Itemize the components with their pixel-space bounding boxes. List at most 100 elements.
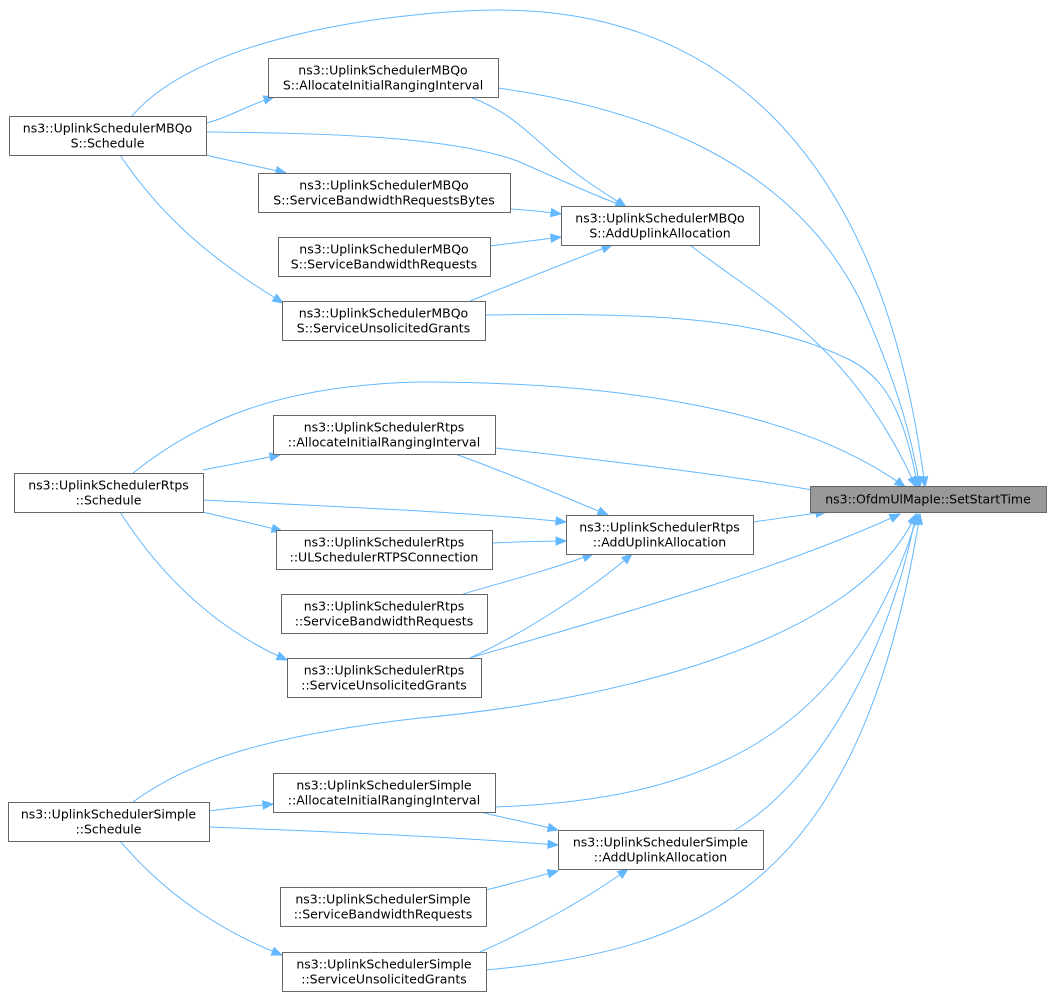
node-label-line: ::ServiceUnsolicitedGrants: [301, 678, 467, 693]
node-label-line: ns3::UplinkSchedulerMBQo: [299, 178, 468, 193]
node-label-line: S::ServiceBandwidthRequestsBytes: [273, 193, 494, 208]
edge-rtps_ulc-to-rtps_aua: [491, 540, 567, 544]
arrowhead-icon: [546, 869, 560, 879]
node-label-line: ns3::OfdmUlMapIe::SetStartTime: [825, 492, 1031, 507]
node-label-line: ::Schedule: [76, 493, 142, 508]
edge-rtps_sug-to-rtps_aua: [469, 553, 633, 659]
arrowhead-icon: [555, 536, 568, 546]
node-label-line: ::AddUplinkAllocation: [594, 850, 727, 865]
node-label-line: S::AddUplinkAllocation: [589, 226, 730, 241]
node-box[interactable]: [566, 515, 754, 555]
arrowhead-icon: [893, 476, 907, 488]
arrowhead-icon: [616, 868, 630, 879]
edge-mbqos_aua-to-target: [689, 244, 917, 488]
edge-rtps_air-to-target: [494, 447, 824, 493]
arrowhead-icon: [271, 293, 285, 304]
node-mbqos-aua[interactable]: ns3::UplinkSchedulerMBQoS::AddUplinkAllo…: [561, 206, 760, 246]
node-box[interactable]: [273, 415, 496, 455]
node-label-line: ::AllocateInitialRangingInterval: [288, 435, 480, 450]
node-label-line: ns3::UplinkSchedulerSimple: [296, 957, 472, 972]
node-rtps-ulc[interactable]: ns3::UplinkSchedulerRtps::ULSchedulerRTP…: [276, 530, 493, 570]
node-label-line: ns3::UplinkSchedulerSimple: [21, 807, 197, 822]
edge-rtps_sched-to-rtps_air: [202, 454, 281, 471]
arrowhead-icon: [546, 822, 560, 833]
arrowhead-icon: [907, 475, 917, 489]
edge-rtps_sbr-to-rtps_aua: [462, 553, 594, 595]
node-label-line: ns3::UplinkSchedulerMBQo: [298, 63, 467, 78]
arrowhead-icon: [555, 516, 568, 526]
node-box[interactable]: [9, 116, 207, 156]
edge-mbqos_sched-to-target: [131, 9, 926, 488]
node-label-line: S::ServiceUnsolicitedGrants: [297, 321, 470, 336]
node-label-line: ::Schedule: [76, 822, 142, 837]
edge-rtps_sched-to-rtps_aua: [202, 499, 567, 523]
node-label-line: ::AddUplinkAllocation: [593, 535, 726, 550]
node-box[interactable]: [276, 530, 493, 570]
node-box[interactable]: [810, 486, 1047, 513]
node-box[interactable]: [281, 594, 488, 634]
edge-rtps_aua-to-target: [752, 511, 827, 523]
arrowhead-icon: [620, 553, 634, 565]
edges-layer: [119, 9, 929, 971]
edge-simple_aua-to-target: [734, 513, 917, 831]
node-label-line: S::AllocateInitialRangingInterval: [283, 78, 483, 93]
node-simple-air[interactable]: ns3::UplinkSchedulerSimple::AllocateInit…: [273, 773, 496, 813]
edge-simple_sug-to-simple_aua: [479, 868, 629, 953]
node-mbqos-sbr[interactable]: ns3::UplinkSchedulerMBQoS::ServiceBandwi…: [278, 237, 491, 277]
node-label-line: S::ServiceBandwidthRequests: [291, 257, 477, 272]
node-simple-sched[interactable]: ns3::UplinkSchedulerSimple::Schedule: [8, 802, 210, 842]
edge-simple_sched-to-simple_sug: [119, 840, 283, 956]
node-box[interactable]: [282, 301, 486, 341]
node-target[interactable]: ns3::OfdmUlMapIe::SetStartTime: [810, 486, 1047, 513]
node-rtps-aua[interactable]: ns3::UplinkSchedulerRtps::AddUplinkAlloc…: [566, 515, 754, 555]
node-label-line: ns3::UplinkSchedulerSimple: [296, 778, 472, 793]
nodes-layer: ns3::OfdmUlMapIe::SetStartTimens3::Uplin…: [8, 58, 1047, 992]
node-box[interactable]: [287, 658, 482, 698]
edge-simple_sched-to-target: [132, 513, 917, 803]
node-rtps-sbr[interactable]: ns3::UplinkSchedulerRtps::ServiceBandwid…: [281, 594, 488, 634]
node-mbqos-sug[interactable]: ns3::UplinkSchedulerMBQoS::ServiceUnsoli…: [282, 301, 486, 341]
node-simple-aua[interactable]: ns3::UplinkSchedulerSimple::AddUplinkAll…: [558, 830, 764, 870]
node-box[interactable]: [273, 773, 496, 813]
edge-mbqos_sched-to-mbqos_sbrb: [205, 154, 287, 174]
node-label-line: ns3::UplinkSchedulerRtps: [304, 420, 465, 435]
edge-simple_sched-to-simple_aua: [208, 826, 559, 846]
node-rtps-air[interactable]: ns3::UplinkSchedulerRtps::AllocateInitia…: [273, 415, 496, 455]
node-box[interactable]: [8, 802, 210, 842]
arrowhead-icon: [888, 513, 902, 523]
node-box[interactable]: [278, 237, 491, 277]
arrowhead-icon: [614, 197, 628, 208]
node-label-line: ns3::UplinkSchedulerSimple: [573, 835, 749, 850]
node-rtps-sched[interactable]: ns3::UplinkSchedulerRtps::Schedule: [14, 473, 204, 513]
node-label-line: ns3::UplinkSchedulerRtps: [304, 663, 465, 678]
node-label-line: ::AllocateInitialRangingInterval: [288, 793, 480, 808]
node-label-line: ::ServiceBandwidthRequests: [294, 907, 472, 922]
node-label-line: ::ServiceUnsolicitedGrants: [301, 972, 467, 987]
node-simple-sbr[interactable]: ns3::UplinkSchedulerSimple::ServiceBandw…: [280, 887, 487, 927]
node-box[interactable]: [14, 473, 204, 513]
node-box[interactable]: [268, 58, 499, 98]
node-simple-sug[interactable]: ns3::UplinkSchedulerSimple::ServiceUnsol…: [282, 952, 487, 992]
arrowhead-icon: [550, 233, 563, 243]
edge-rtps_sched-to-target: [132, 381, 906, 488]
node-box[interactable]: [280, 887, 487, 927]
node-label-line: ns3::UplinkSchedulerRtps: [304, 535, 465, 550]
node-box[interactable]: [258, 173, 511, 213]
node-box[interactable]: [561, 206, 760, 246]
node-label-line: ::ULSchedulerRTPSConnection: [290, 550, 479, 565]
edge-mbqos_sched-to-mbqos_air: [205, 96, 275, 124]
node-mbqos-sbrb[interactable]: ns3::UplinkSchedulerMBQoS::ServiceBandwi…: [258, 173, 511, 213]
node-mbqos-air[interactable]: ns3::UplinkSchedulerMBQoS::AllocateIniti…: [268, 58, 499, 98]
edge-mbqos_sbr-to-mbqos_aua: [489, 236, 562, 247]
node-label-line: ns3::UplinkSchedulerMBQo: [299, 306, 468, 321]
node-rtps-sug[interactable]: ns3::UplinkSchedulerRtps::ServiceUnsolic…: [287, 658, 482, 698]
edge-simple_sug-to-target: [485, 513, 921, 971]
node-box[interactable]: [558, 830, 764, 870]
node-label-line: ns3::UplinkSchedulerRtps: [579, 520, 740, 535]
edge-rtps_sched-to-rtps_sug: [119, 511, 288, 661]
edge-mbqos_sug-to-mbqos_aua: [469, 244, 613, 302]
node-box[interactable]: [282, 952, 487, 992]
node-label-line: ns3::UplinkSchedulerMBQo: [299, 242, 468, 257]
